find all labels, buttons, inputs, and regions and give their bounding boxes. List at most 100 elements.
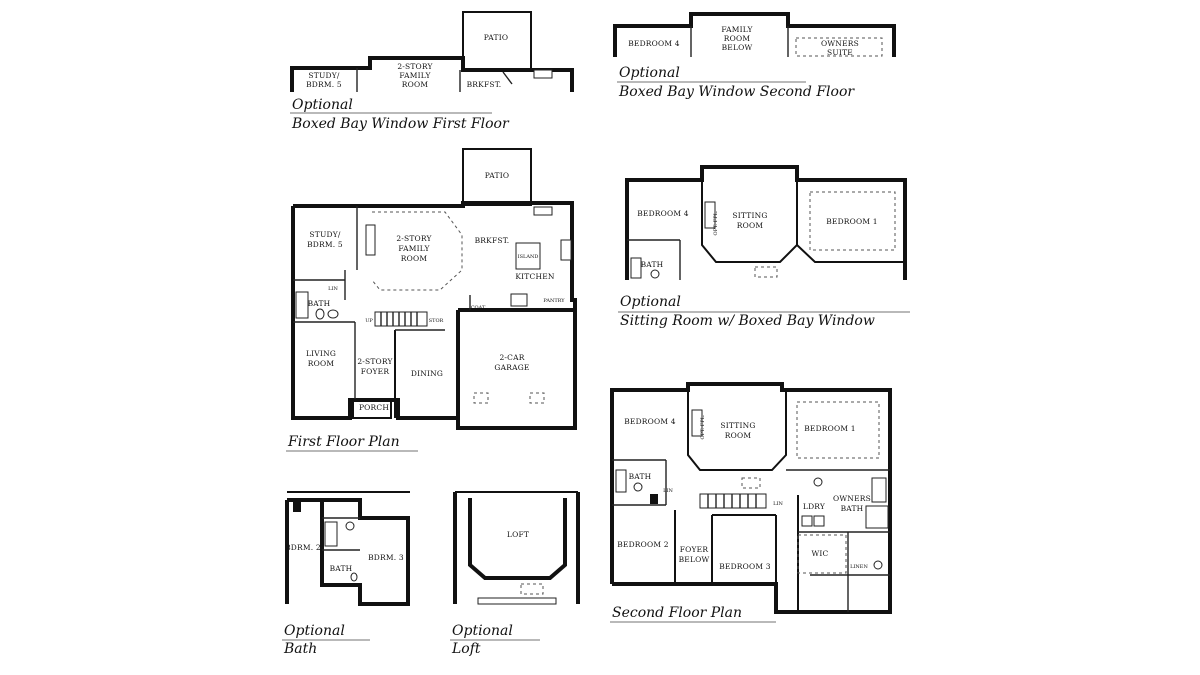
toilet <box>813 477 823 487</box>
sink <box>327 309 339 319</box>
exterior-wall <box>613 12 896 57</box>
room-label: LOFT <box>507 530 529 539</box>
toilet <box>650 269 660 279</box>
staircase <box>374 311 428 327</box>
door-swing <box>502 71 513 85</box>
room-label: ROOM <box>724 34 751 43</box>
staircase <box>699 493 767 509</box>
bathtub <box>324 521 338 547</box>
dryer <box>813 515 825 527</box>
partition-wall <box>796 244 905 263</box>
caption-line-1: Optional <box>620 294 681 310</box>
kitchen-sink <box>533 69 553 79</box>
sitting-room-wall <box>701 180 798 263</box>
room-label: LINEN <box>850 564 868 570</box>
exterior-wall <box>625 165 907 280</box>
room-label: BEDROOM 2 <box>617 540 669 549</box>
room-label: BRKFST. <box>467 80 502 89</box>
room-label: LIN <box>328 286 338 292</box>
caption-line: Second Floor Plan <box>612 605 742 621</box>
room-label: COAT <box>471 305 486 311</box>
bay-window-second-floor-plan: BEDROOM 4 FAMILY ROOM BELOW OWNERS SUITE <box>613 12 896 57</box>
room-label: LDRY <box>803 502 826 511</box>
room-label: BEDROOM 3 <box>719 562 771 571</box>
room-label: BELOW <box>679 555 710 564</box>
room-label: KITCHEN <box>515 272 555 281</box>
caption-line-2: Bath <box>283 641 317 657</box>
room-label: BRKFST. <box>475 236 510 245</box>
room-label: 2-STORY <box>397 62 433 71</box>
toilet <box>315 308 325 320</box>
bay-window-first-floor-plan: PATIO STUDY/ BDRM. 5 2-STORY FAMILY ROOM… <box>290 11 574 92</box>
caption-line: First Floor Plan <box>287 434 400 450</box>
room-label: 2-STORY <box>357 357 393 366</box>
room-label: ROOM <box>401 254 428 263</box>
room-label: SITTING <box>720 421 755 430</box>
room-label: GARAGE <box>494 363 529 372</box>
opening <box>520 583 544 595</box>
fireplace <box>691 409 703 437</box>
sitting-room-wall <box>687 390 787 471</box>
room-label: BATH <box>641 260 664 269</box>
bathtub <box>615 469 627 493</box>
room-label: BEDROOM 4 <box>628 39 680 48</box>
ceiling-outline <box>371 211 463 291</box>
room-label: PANTRY <box>543 298 565 304</box>
first-floor-plan: PATIO STUDY/ BDRM. 5 2-STORY FAMILY ROOM… <box>291 148 577 430</box>
room-label: BEDROOM 1 <box>826 217 878 226</box>
room-label: 2-CAR <box>499 353 524 362</box>
room-label: FOYER <box>680 545 709 554</box>
room-label: STUDY/ <box>309 230 340 239</box>
room-label: FAMILY <box>398 244 430 253</box>
sitting-room-plan: OPT. FPL. BEDROOM 4 SITTING ROOM BEDROOM… <box>625 165 907 280</box>
room-label: SITTING <box>732 211 767 220</box>
fireplace-label: OPT. FPL. <box>700 414 706 439</box>
caption-line-1: Optional <box>452 623 513 639</box>
second-floor-plan: OPT. FPL. BEDROOM 4 SITTING ROOM BEDROOM… <box>610 382 892 614</box>
kitchen-island <box>515 242 541 270</box>
railing <box>477 597 557 605</box>
fireplace-label: OPT. FPL. <box>713 210 719 235</box>
opening <box>754 266 778 278</box>
room-label: BDRM. 3 <box>368 553 404 562</box>
room-label: FAMILY <box>399 71 431 80</box>
washer <box>801 515 813 527</box>
exterior-wall <box>290 56 574 92</box>
caption-line-2: Boxed Bay Window Second Floor <box>618 84 855 100</box>
fireplace <box>704 201 716 229</box>
ceiling-outline <box>795 37 883 57</box>
ceiling-outline <box>796 401 880 459</box>
room-label: DINING <box>411 369 443 378</box>
caption-line-2: Boxed Bay Window First Floor <box>291 116 510 132</box>
sink <box>350 572 358 582</box>
linen-closet <box>650 494 658 504</box>
range <box>560 239 572 261</box>
room-label: ROOM <box>308 359 335 368</box>
room-label: BDRM. 2 <box>285 543 321 552</box>
ceiling-outline <box>809 191 896 251</box>
room-label: BDRM. 5 <box>307 240 343 249</box>
room-label: FAMILY <box>721 25 753 34</box>
refrigerator <box>510 293 528 307</box>
sink <box>873 560 883 570</box>
room-label: PATIO <box>484 33 508 42</box>
room-label: BATH <box>330 564 353 573</box>
room-label: BEDROOM 1 <box>804 424 856 433</box>
kitchen-sink <box>533 206 553 216</box>
room-label: BATH <box>841 504 864 513</box>
toilet <box>345 521 355 531</box>
room-label: 2-STORY <box>396 234 432 243</box>
fireplace <box>365 224 376 256</box>
room-label: LIN <box>773 501 783 507</box>
room-label: ROOM <box>402 80 429 89</box>
garage-marker <box>473 392 489 404</box>
exterior-wall <box>287 498 410 606</box>
room-label: OWNERS <box>821 39 859 48</box>
room-label: PATIO <box>485 171 509 180</box>
room-label: BDRM. 5 <box>306 80 342 89</box>
room-label: FOYER <box>361 367 390 376</box>
room-label: LIN <box>663 488 673 494</box>
bathtub <box>630 257 642 279</box>
toilet <box>633 482 643 492</box>
